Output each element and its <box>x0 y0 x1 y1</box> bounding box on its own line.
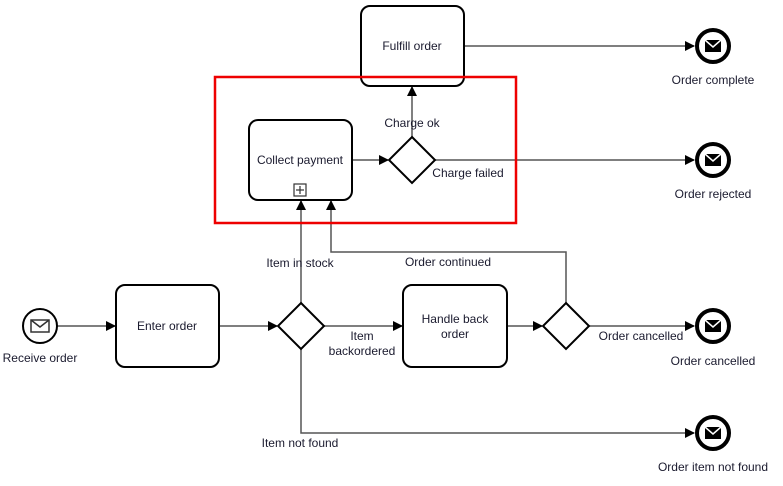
flow-order-continued[interactable] <box>326 200 567 303</box>
flow-label-order-cancelled: Order cancelled <box>599 329 684 343</box>
end-event-order-rejected[interactable] <box>695 142 731 178</box>
envelope-filled-icon <box>704 319 722 332</box>
flow-label-item-in-stock: Item in stock <box>266 256 334 270</box>
end-event-label: Order rejected <box>675 187 752 201</box>
backorder-gateway[interactable] <box>541 301 591 351</box>
end-event-label: Order item not found <box>658 460 768 474</box>
end-event-label: Order cancelled <box>671 354 756 368</box>
payment-gateway[interactable] <box>387 135 437 185</box>
envelope-filled-icon <box>704 39 722 52</box>
task-label: Collect payment <box>257 153 344 167</box>
end-event-order-cancelled[interactable] <box>695 308 731 344</box>
flow-label-order-continued: Order continued <box>405 255 491 269</box>
flow-label-item-not-found: Item not found <box>262 436 339 450</box>
end-event-order-item-not-found[interactable] <box>695 415 731 451</box>
task-label: Fulfill order <box>382 39 441 53</box>
subprocess-collect-payment[interactable]: Collect payment <box>248 119 353 201</box>
end-event-order-complete[interactable] <box>695 28 731 64</box>
task-handle-back-order[interactable]: Handle back order <box>402 284 508 368</box>
task-label-line1: Handle back <box>422 312 490 326</box>
flow-item-not-found[interactable] <box>300 349 695 438</box>
task-label-line2: order <box>441 327 469 341</box>
start-event-receive-order[interactable] <box>22 308 58 344</box>
stock-gateway[interactable] <box>276 301 326 351</box>
flow-label-charge-ok: Charge ok <box>384 116 440 130</box>
highlight-box <box>213 75 518 225</box>
envelope-filled-icon <box>704 153 722 166</box>
flow-label-item-backordered-1: Item <box>350 329 373 343</box>
end-event-label: Order complete <box>672 73 755 87</box>
envelope-icon <box>30 319 50 333</box>
start-event-label: Receive order <box>3 351 78 365</box>
task-label: Enter order <box>137 319 197 333</box>
task-fulfill-order[interactable]: Fulfill order <box>360 5 465 87</box>
envelope-filled-icon <box>704 426 722 439</box>
flow-label-charge-failed: Charge failed <box>432 166 503 180</box>
flow-label-item-backordered-2: backordered <box>329 344 396 358</box>
plus-marker-icon[interactable] <box>293 183 307 197</box>
task-enter-order[interactable]: Enter order <box>115 284 220 368</box>
